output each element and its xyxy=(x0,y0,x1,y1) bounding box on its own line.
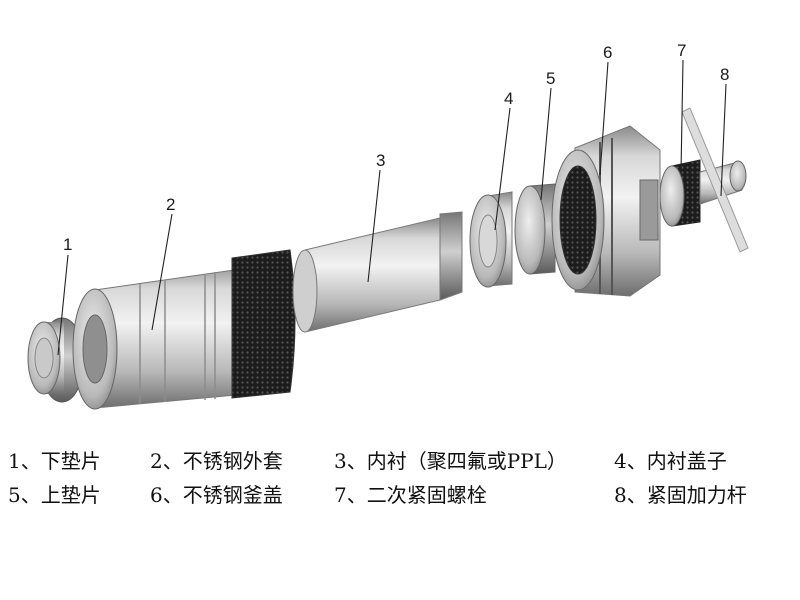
legend-row-2: 5、上垫片 6、不锈钢釜盖 7、二次紧固螺栓 8、紧固加力杆 xyxy=(0,479,800,513)
legend-item-6: 6、不锈钢釜盖 xyxy=(150,483,283,507)
callout-1: 1 xyxy=(63,235,72,254)
legend-item-2: 2、不锈钢外套 xyxy=(150,449,283,473)
callout-6: 6 xyxy=(603,43,612,62)
callout-4: 4 xyxy=(504,89,513,108)
part-8-tightening-rod xyxy=(681,107,749,253)
legend-item-1: 1、下垫片 xyxy=(8,449,101,473)
part-3-liner xyxy=(292,211,463,333)
callout-3: 3 xyxy=(376,151,385,170)
callout-2: 2 xyxy=(166,195,175,214)
legend-item-3: 3、内衬（聚四氟或PPL） xyxy=(334,449,567,473)
parts-legend: 1、下垫片 2、不锈钢外套 3、内衬（聚四氟或PPL） 4、内衬盖子 5、上垫片… xyxy=(0,445,800,513)
callout-labels: 1 2 3 4 5 6 7 8 xyxy=(63,41,729,254)
callout-5: 5 xyxy=(546,69,555,88)
callout-8: 8 xyxy=(720,65,729,84)
part-6-steel-lid xyxy=(551,125,661,297)
legend-item-4: 4、内衬盖子 xyxy=(614,449,727,473)
legend-item-5: 5、上垫片 xyxy=(8,483,101,507)
callout-7: 7 xyxy=(677,41,686,60)
part-2-steel-sleeve xyxy=(72,249,296,410)
part-5-upper-gasket xyxy=(514,183,556,275)
callout-leaders xyxy=(57,59,727,356)
legend-item-8: 8、紧固加力杆 xyxy=(614,483,747,507)
legend-row-1: 1、下垫片 2、不锈钢外套 3、内衬（聚四氟或PPL） 4、内衬盖子 xyxy=(0,445,800,479)
exploded-assembly-diagram: 1 2 3 4 5 6 7 8 xyxy=(27,41,749,410)
part-7-fastening-bolt xyxy=(659,159,747,227)
legend-item-7: 7、二次紧固螺栓 xyxy=(334,483,487,507)
part-4-liner-lid xyxy=(469,191,513,288)
